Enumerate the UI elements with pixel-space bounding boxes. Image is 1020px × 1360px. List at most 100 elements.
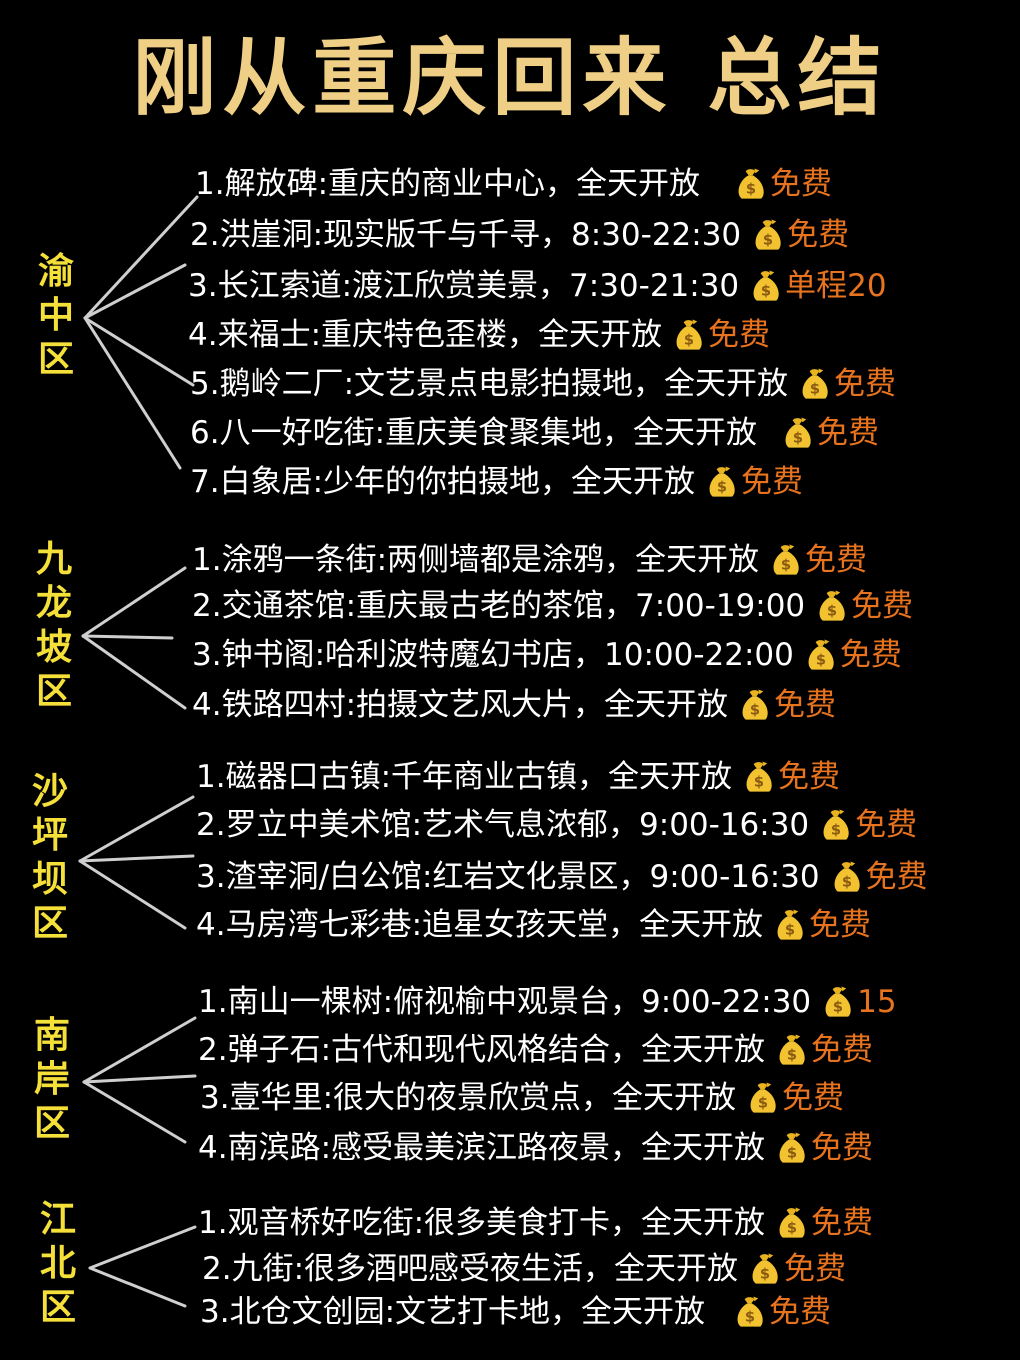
money-bag-icon <box>750 1082 776 1113</box>
list-item: 6.八一好吃街:重庆美食聚集地，全天开放 免费 <box>190 413 879 453</box>
district-char: 九 <box>35 539 72 580</box>
district-char: 区 <box>31 903 68 944</box>
district-char: 中 <box>37 295 74 336</box>
money-bag-icon <box>755 219 781 250</box>
district-char: 岸 <box>33 1059 70 1100</box>
item-price: 免费 <box>769 1294 832 1330</box>
item-text: 1.观音桥好吃街:很多美食打卡，全天开放 <box>198 1205 766 1241</box>
money-bag-icon <box>709 466 735 497</box>
item-text: 2.洪崖洞:现实版千与千寻，8:30-22:30 <box>190 217 742 253</box>
district-char: 区 <box>39 1287 76 1328</box>
list-item: 4.马房湾七彩巷:追星女孩天堂，全天开放 免费 <box>196 905 871 945</box>
money-bag-icon <box>819 590 845 621</box>
item-text: 7.白象居:少年的你拍摄地，全天开放 <box>190 464 696 500</box>
money-bag-icon <box>746 761 772 792</box>
money-bag-icon <box>742 689 768 720</box>
district-label-jiulongpo: 九 龙 坡 区 <box>24 538 84 714</box>
district-char: 区 <box>33 1103 70 1144</box>
district-char: 区 <box>35 671 72 712</box>
item-price: 免费 <box>855 807 918 843</box>
district-char: 渝 <box>37 251 74 292</box>
money-bag-icon <box>785 417 811 448</box>
item-price: 免费 <box>782 1080 845 1116</box>
list-item: 2.九街:很多酒吧感受夜生活，全天开放 免费 <box>202 1249 846 1289</box>
list-item: 3.北仓文创园:文艺打卡地，全天开放 免费 <box>200 1292 831 1332</box>
list-item: 3.壹华里:很大的夜景欣赏点，全天开放 免费 <box>200 1078 844 1118</box>
list-item: 4.南滨路:感受最美滨江路夜景，全天开放 免费 <box>198 1128 873 1168</box>
district-char: 区 <box>37 339 74 380</box>
list-item: 5.鹅岭二厂:文艺景点电影拍摄地，全天开放 免费 <box>190 364 896 404</box>
money-bag-icon <box>802 368 828 399</box>
item-price: 免费 <box>778 759 841 795</box>
item-text: 4.来福士:重庆特色歪楼，全天开放 <box>188 317 663 353</box>
money-bag-icon <box>753 270 779 301</box>
item-text: 4.铁路四村:拍摄文艺风大片，全天开放 <box>192 687 729 723</box>
item-text: 2.交通茶馆:重庆最古老的茶馆，7:00-19:00 <box>192 588 806 624</box>
list-item: 1.观音桥好吃街:很多美食打卡，全天开放 免费 <box>198 1203 873 1243</box>
money-bag-icon <box>779 1207 805 1238</box>
item-price: 免费 <box>811 1130 874 1166</box>
item-text: 2.弹子石:古代和现代风格结合，全天开放 <box>198 1032 766 1068</box>
item-text: 1.磁器口古镇:千年商业古镇，全天开放 <box>196 759 733 795</box>
district-label-jiangbei: 江 北 区 <box>28 1198 88 1330</box>
item-price: 免费 <box>851 588 914 624</box>
district-char: 江 <box>39 1199 76 1240</box>
district-char: 坪 <box>31 815 68 856</box>
district-label-yuzhong: 渝 中 区 <box>26 250 86 382</box>
item-text: 5.鹅岭二厂:文艺景点电影拍摄地，全天开放 <box>190 366 789 402</box>
item-price: 15 <box>857 984 897 1020</box>
list-item: 7.白象居:少年的你拍摄地，全天开放 免费 <box>190 462 803 502</box>
item-price: 免费 <box>787 217 850 253</box>
item-price: 免费 <box>809 907 872 943</box>
item-price: 免费 <box>774 687 837 723</box>
money-bag-icon <box>676 319 702 350</box>
district-char: 沙 <box>31 771 68 812</box>
item-text: 2.九街:很多酒吧感受夜生活，全天开放 <box>202 1251 739 1287</box>
item-text: 1.涂鸦一条街:两侧墙都是涂鸦，全天开放 <box>192 542 760 578</box>
list-item: 1.南山一棵树:俯视榆中观景台，9:00-22:30 15 <box>198 982 897 1022</box>
money-bag-icon <box>808 639 834 670</box>
district-label-shapingba: 沙 坪 坝 区 <box>20 770 80 946</box>
item-text: 2.罗立中美术馆:艺术气息浓郁，9:00-16:30 <box>196 807 810 843</box>
money-bag-icon <box>777 909 803 940</box>
item-text: 1.南山一棵树:俯视榆中观景台，9:00-22:30 <box>198 984 812 1020</box>
item-price: 免费 <box>834 366 897 402</box>
item-price: 免费 <box>817 415 880 451</box>
item-price: 免费 <box>811 1205 874 1241</box>
item-text: 4.马房湾七彩巷:追星女孩天堂，全天开放 <box>196 907 764 943</box>
item-text: 3.渣宰洞/白公馆:红岩文化景区，9:00-16:30 <box>196 859 820 895</box>
item-price: 免费 <box>805 542 868 578</box>
list-item: 2.洪崖洞:现实版千与千寻，8:30-22:30 免费 <box>190 215 849 255</box>
district-char: 坝 <box>31 859 68 900</box>
list-item: 2.罗立中美术馆:艺术气息浓郁，9:00-16:30 免费 <box>196 805 917 845</box>
item-text: 3.壹华里:很大的夜景欣赏点，全天开放 <box>200 1080 737 1116</box>
item-text: 1.解放碑:重庆的商业中心，全天开放 <box>195 166 701 202</box>
page-title: 刚从重庆回来 总结 <box>132 29 888 127</box>
item-text: 3.长江索道:渡江欣赏美景，7:30-21:30 <box>188 268 740 304</box>
item-price: 免费 <box>839 637 902 673</box>
item-price: 免费 <box>811 1032 874 1068</box>
item-price: 免费 <box>770 166 833 202</box>
district-char: 北 <box>39 1243 76 1284</box>
item-text: 3.北仓文创园:文艺打卡地，全天开放 <box>200 1294 706 1330</box>
district-char: 坡 <box>35 627 72 668</box>
district-char: 南 <box>33 1015 70 1056</box>
money-bag-icon <box>738 168 764 199</box>
item-price: 免费 <box>865 859 928 895</box>
district-char: 龙 <box>35 583 72 624</box>
money-bag-icon <box>752 1253 778 1284</box>
money-bag-icon <box>825 986 851 1017</box>
item-text: 6.八一好吃街:重庆美食聚集地，全天开放 <box>190 415 758 451</box>
item-text: 4.南滨路:感受最美滨江路夜景，全天开放 <box>198 1130 766 1166</box>
item-price: 免费 <box>741 464 804 500</box>
list-item: 4.来福士:重庆特色歪楼，全天开放 免费 <box>188 315 770 355</box>
list-item: 1.解放碑:重庆的商业中心，全天开放 免费 <box>195 164 832 204</box>
district-label-nanan: 南 岸 区 <box>22 1014 82 1146</box>
money-bag-icon <box>773 544 799 575</box>
item-price: 单程20 <box>785 268 887 304</box>
list-item: 1.磁器口古镇:千年商业古镇，全天开放 免费 <box>196 757 840 797</box>
item-price: 免费 <box>708 317 771 353</box>
money-bag-icon <box>834 861 860 892</box>
item-price: 免费 <box>784 1251 847 1287</box>
list-item: 3.钟书阁:哈利波特魔幻书店，10:00-22:00 免费 <box>192 635 902 675</box>
